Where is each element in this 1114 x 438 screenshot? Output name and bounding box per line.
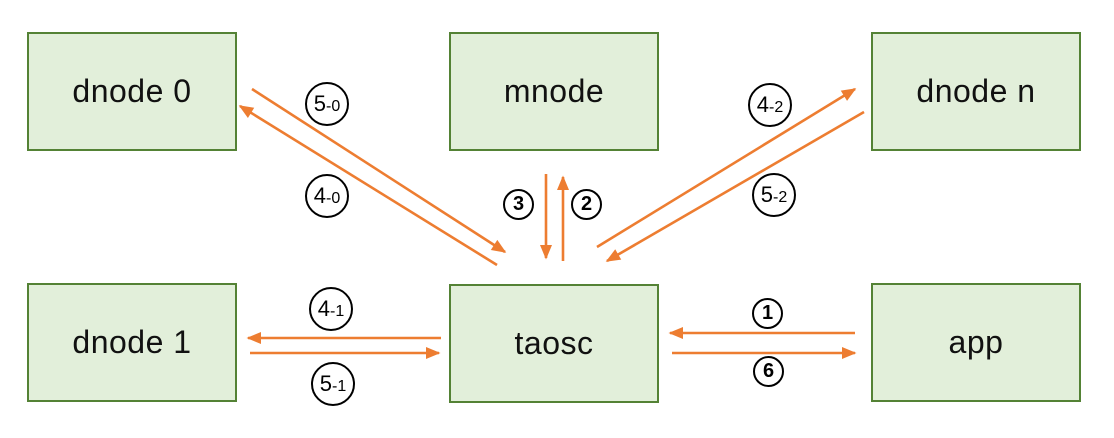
- edge-label-5-0: 5-0: [305, 82, 349, 126]
- edge-label-4-2: 4-2: [748, 83, 792, 127]
- edge-label-5-2: 5-2: [752, 173, 796, 217]
- edge-label-2: 2: [571, 189, 602, 220]
- node-dnode0: dnode 0: [27, 32, 237, 151]
- node-label-app: app: [948, 324, 1004, 360]
- node-label-dnode1: dnode 1: [72, 324, 192, 360]
- node-label-taosc: taosc: [514, 325, 594, 361]
- node-label-mnode: mnode: [503, 73, 605, 109]
- edge-label-1: 1: [752, 298, 783, 329]
- edge-label-4-0: 4-0: [305, 174, 349, 218]
- node-label-dnode0: dnode 0: [72, 73, 192, 109]
- node-taosc: taosc: [449, 284, 659, 403]
- edge-label-4-1: 4-1: [309, 287, 353, 331]
- edge-label-3: 3: [503, 189, 534, 220]
- edge-label-5-1: 5-1: [311, 362, 355, 406]
- node-mnode: mnode: [449, 32, 659, 151]
- node-label-dnoden: dnode n: [916, 73, 1036, 109]
- node-app: app: [871, 283, 1081, 402]
- node-dnoden: dnode n: [871, 32, 1081, 151]
- node-dnode1: dnode 1: [27, 283, 237, 402]
- edge-label-6: 6: [753, 356, 784, 387]
